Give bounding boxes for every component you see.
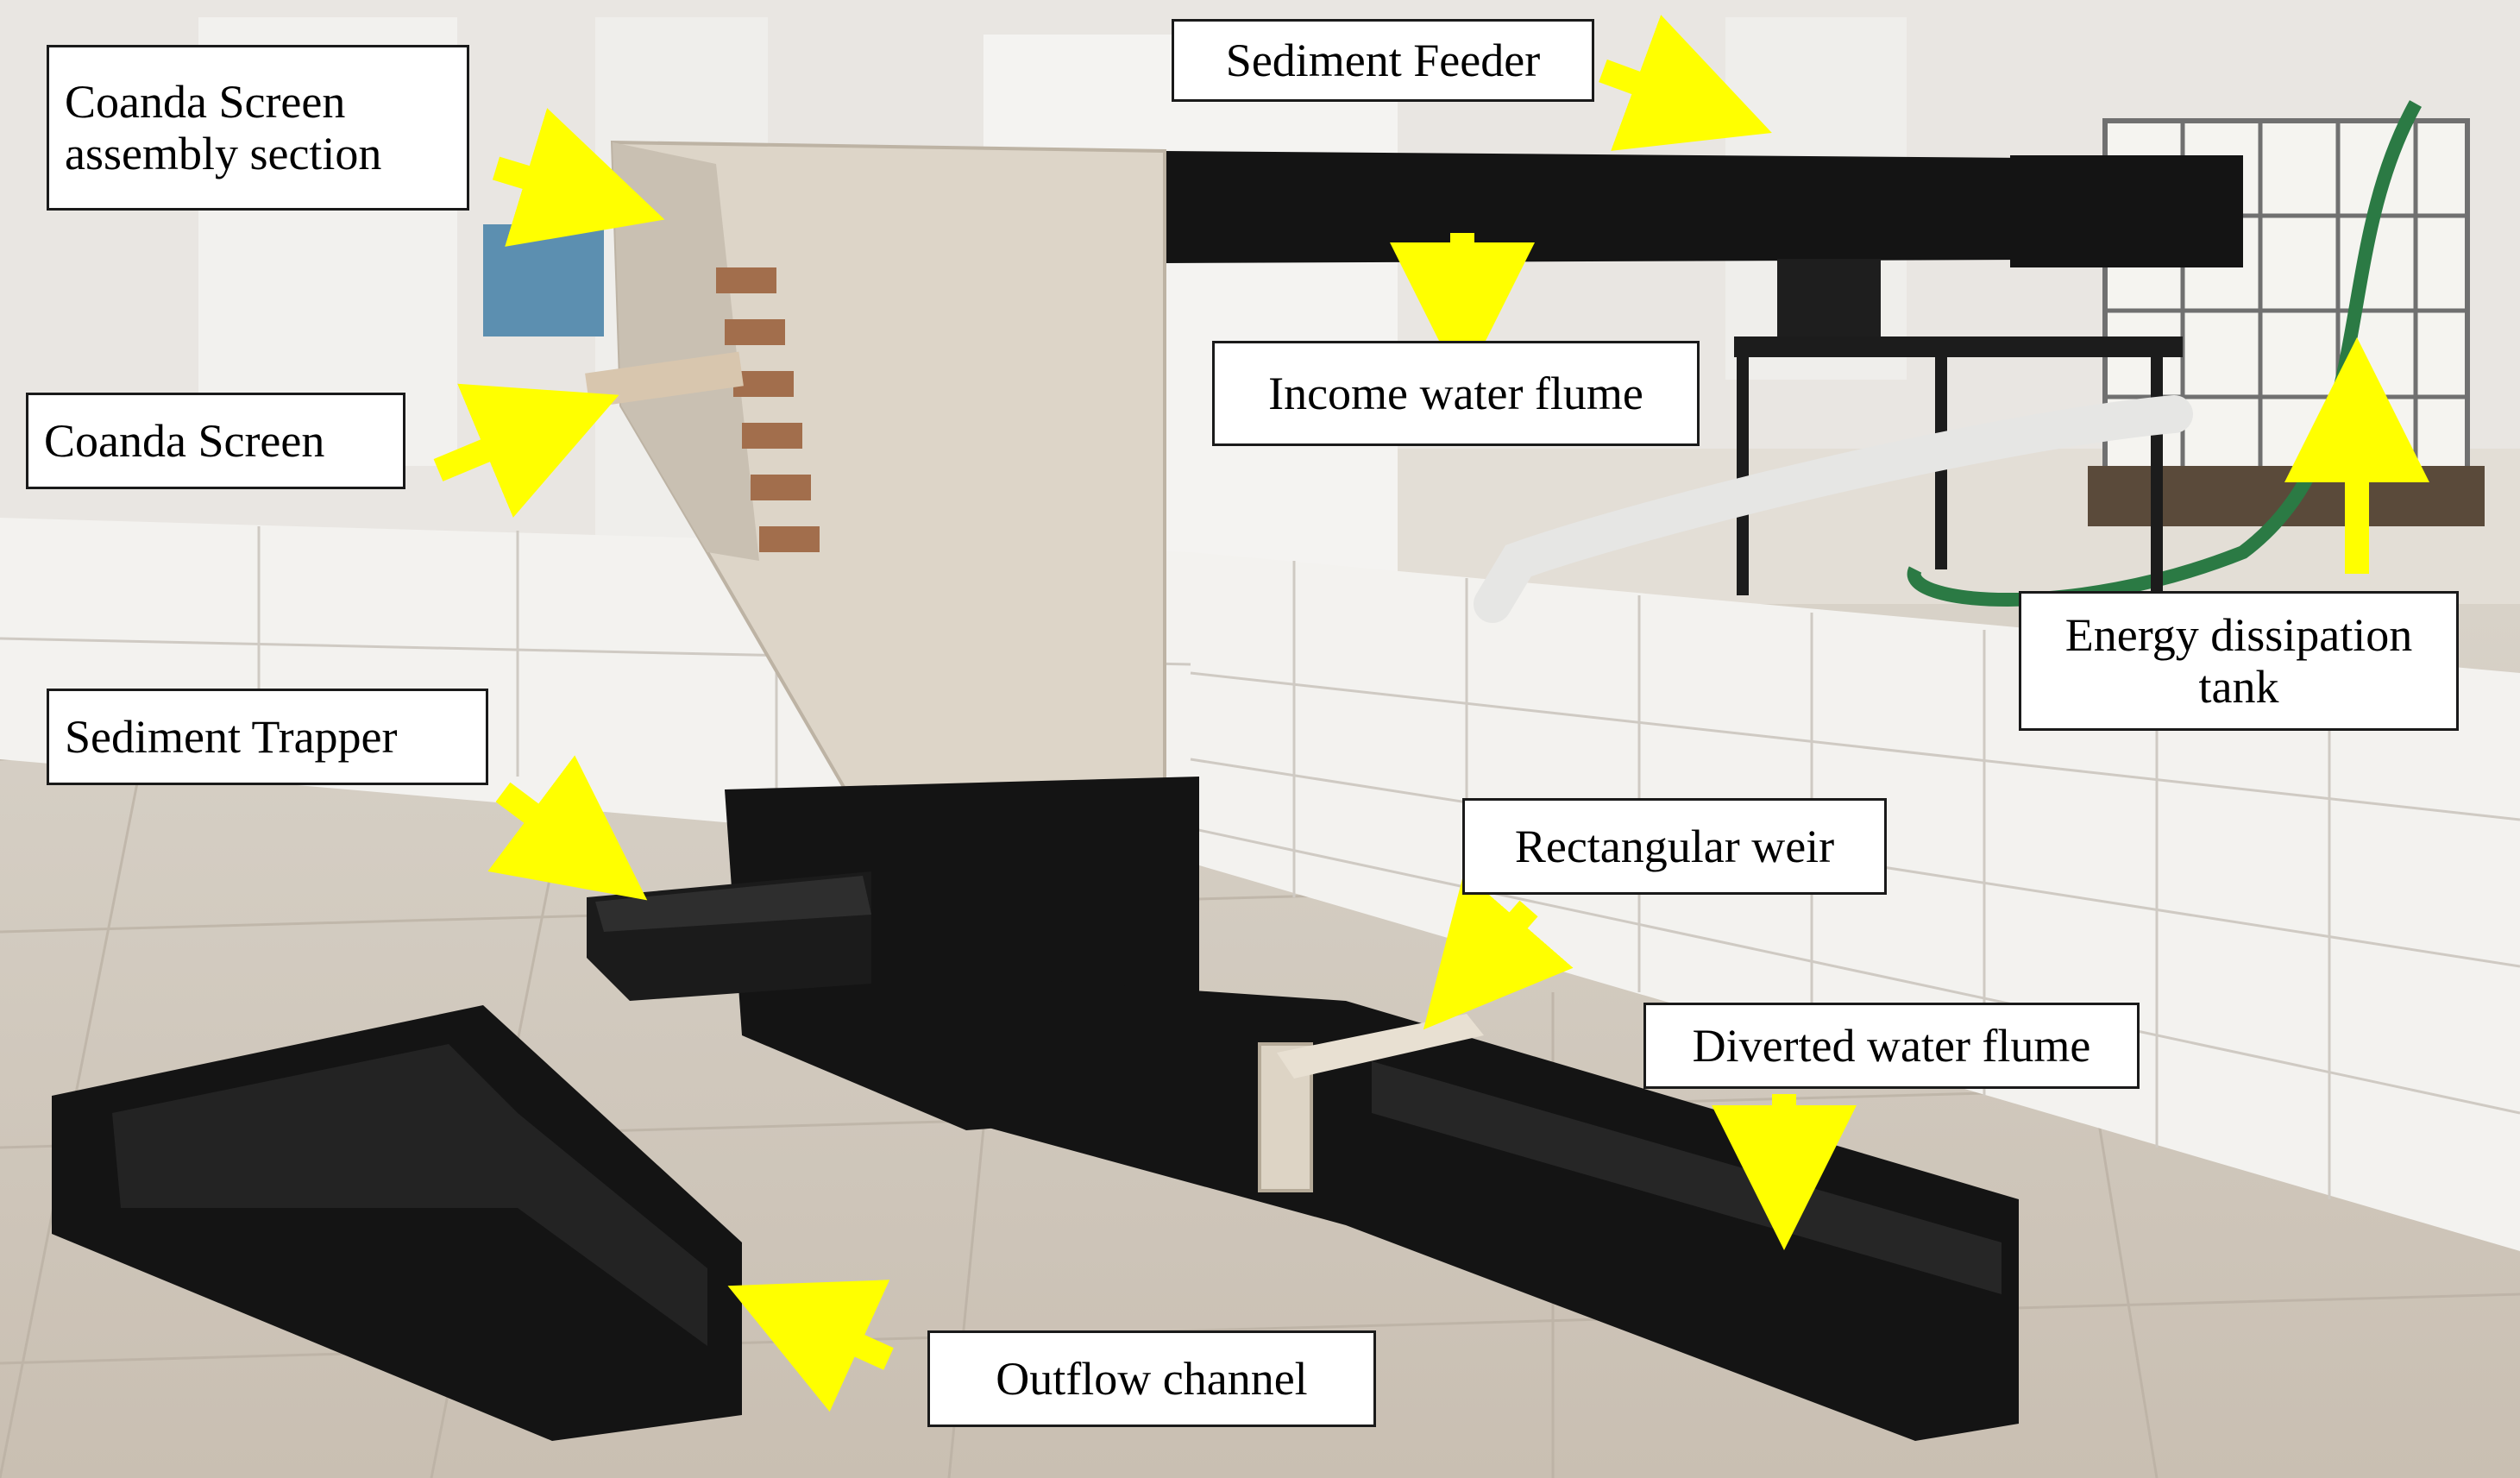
coanda-screen-slats (716, 267, 820, 552)
arrow-rectangular-weir (1423, 872, 1574, 1030)
label-sediment-feeder: Sediment Feeder (1172, 19, 1594, 102)
blue-crates (483, 224, 604, 336)
weir-top (1277, 1014, 1484, 1079)
outflow-interior (112, 1044, 707, 1346)
label-coanda-screen-assembly: Coanda Screen assembly section (47, 45, 469, 211)
hopper-side (613, 142, 759, 561)
feeder-box (2010, 155, 2243, 267)
label-outflow-channel: Outflow channel (927, 1330, 1376, 1427)
coanda-screen-plate (585, 351, 744, 408)
label-diverted-water-flume: Diverted water flume (1643, 1003, 2140, 1089)
label-coanda-screen: Coanda Screen (26, 393, 405, 489)
arrow-coanda-screen (433, 383, 619, 518)
arrow-outflow-channel (727, 1280, 894, 1412)
green-hose (1907, 100, 2422, 607)
table-top (1734, 336, 2183, 357)
drawer-top (595, 876, 871, 932)
tiled-platform-wall (0, 518, 2520, 1251)
arrow-sediment-trapper (487, 755, 648, 901)
arrow-coanda-assembly (492, 108, 665, 247)
income-flume-beam (1165, 151, 2243, 263)
white-pipe (1474, 395, 2193, 623)
label-rectangular-weir: Rectangular weir (1462, 798, 1887, 895)
arrow-sediment-feeder (1599, 15, 1772, 151)
diverted-flume (966, 975, 2019, 1441)
label-income-water-flume: Income water flume (1212, 341, 1700, 446)
label-energy-dissipation-tank: Energy dissipation tank (2019, 591, 2459, 731)
flume-support (1777, 259, 1881, 336)
callout-arrows (433, 15, 2429, 1412)
label-sediment-trapper: Sediment Trapper (47, 689, 488, 785)
